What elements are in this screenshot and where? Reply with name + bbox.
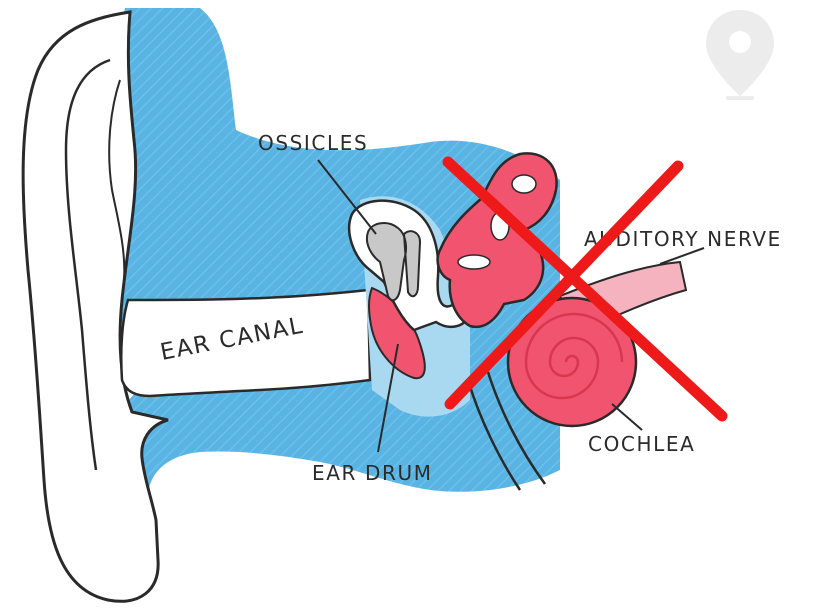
- cochlea-label: COCHLEA: [588, 432, 695, 456]
- ear-drum-label: EAR DRUM: [312, 461, 433, 485]
- ossicles-label: OSSICLES: [258, 131, 368, 155]
- cochlea-leader: [612, 404, 642, 430]
- location-pin-icon: [706, 10, 774, 100]
- canal-hole-1: [512, 175, 536, 193]
- canal-hole-3: [458, 255, 490, 269]
